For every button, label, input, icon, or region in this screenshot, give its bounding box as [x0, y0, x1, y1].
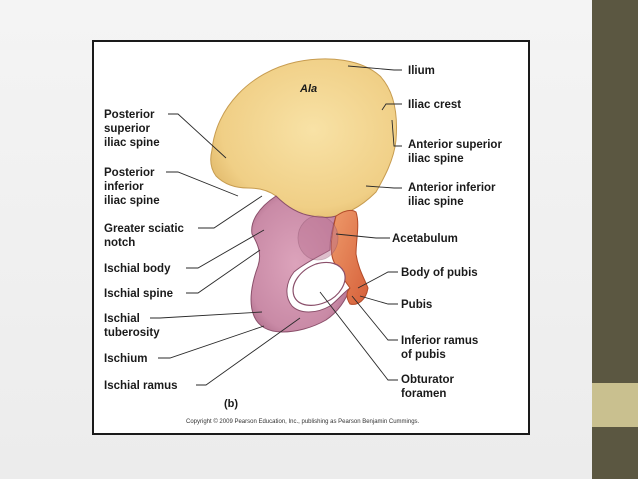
label-ischial-tuberosity: Ischial tuberosity — [104, 313, 160, 339]
label-anterior-superior-iliac-spine: Anterior superior iliac spine — [408, 139, 505, 165]
acetabulum-socket — [297, 215, 339, 261]
leader-lines — [150, 65, 402, 386]
slide-sidebar-accent — [592, 383, 638, 427]
label-greater-sciatic-notch: Greater sciatic notch — [104, 223, 187, 249]
copyright-text: Copyright © 2009 Pearson Education, Inc.… — [186, 418, 420, 425]
label-ischium: Ischium — [104, 353, 147, 365]
ala-label: Ala — [299, 83, 317, 95]
label-ischial-spine: Ischial spine — [104, 288, 173, 300]
label-acetabulum: Acetabulum — [392, 233, 458, 245]
label-ischial-body: Ischial body — [104, 263, 171, 275]
label-obturator-foramen: Obturator foramen — [401, 374, 457, 400]
label-posterior-inferior-iliac-spine: Posterior inferior iliac spine — [104, 167, 160, 207]
ilium-bone — [210, 58, 398, 218]
label-body-of-pubis: Body of pubis — [401, 267, 478, 279]
obturator-foramen — [292, 261, 346, 306]
label-ischial-ramus: Ischial ramus — [104, 380, 178, 392]
panel-label: (b) — [224, 398, 238, 410]
label-posterior-superior-iliac-spine: Posterior superior iliac spine — [104, 109, 160, 149]
label-inferior-ramus-of-pubis: Inferior ramus of pubis — [401, 335, 482, 361]
label-iliac-crest: Iliac crest — [408, 99, 461, 111]
label-anterior-inferior-iliac-spine: Anterior inferior iliac spine — [408, 182, 499, 208]
label-ilium: Ilium — [408, 65, 435, 77]
label-pubis: Pubis — [401, 299, 432, 311]
